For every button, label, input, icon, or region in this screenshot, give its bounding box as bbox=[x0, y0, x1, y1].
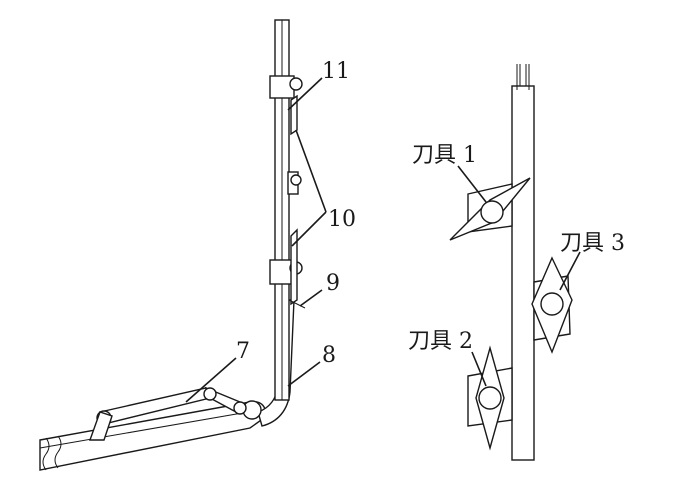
callout-8: 8 bbox=[322, 343, 336, 368]
label-tool-1: 刀具 1 bbox=[412, 143, 477, 168]
callout-10: 10 bbox=[328, 207, 356, 232]
label-tool-2: 刀具 2 bbox=[408, 329, 473, 354]
callout-11: 11 bbox=[322, 59, 350, 84]
cutter-1 bbox=[449, 165, 531, 241]
cutter-2 bbox=[467, 345, 513, 451]
callout-9: 9 bbox=[326, 271, 340, 296]
mast-clamp-middle bbox=[287, 171, 302, 195]
cutter-3 bbox=[531, 251, 581, 354]
front-mast bbox=[511, 64, 535, 461]
side-view-assembly: 11 10 9 7 8 bbox=[39, 19, 356, 471]
side-blades bbox=[288, 94, 306, 309]
label-tool-3: 刀具 3 bbox=[560, 231, 625, 256]
hydraulic-cylinder bbox=[89, 386, 247, 441]
callout-7: 7 bbox=[236, 339, 250, 364]
front-view-assembly: 刀具 1 刀具 3 刀具 2 bbox=[408, 64, 625, 461]
mast-clamp-upper bbox=[269, 75, 303, 99]
callout-leaders bbox=[185, 77, 327, 403]
